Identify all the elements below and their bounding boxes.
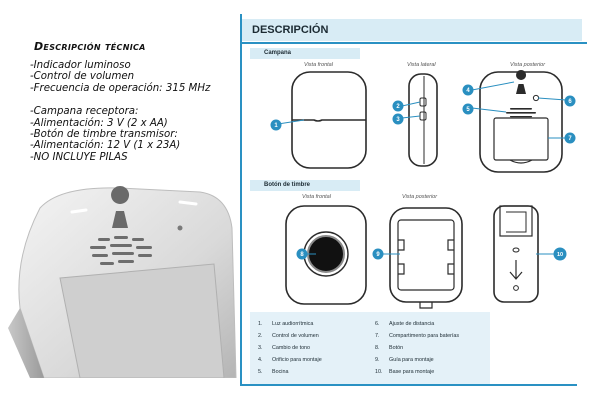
panel-header: DESCRIPCIÓN (242, 19, 582, 41)
spec-item: -Alimentación: 3 V (2 x AA) (30, 117, 168, 129)
campana-side-view (408, 73, 438, 167)
button-rear-view (389, 207, 463, 303)
view-label-front: Vista frontal (304, 62, 333, 68)
spec-item: -Alimentación: 12 V (1 x 23A) (30, 140, 181, 152)
parts-legend: 1.Luz audiorrítmica 2.Control de volumen… (250, 312, 490, 384)
description-panel: DESCRIPCIÓN Campana Vista frontal Vista … (240, 14, 600, 386)
rear-speaker-slots (506, 108, 536, 118)
callout-4: 4 (466, 88, 470, 94)
keyhole-mount-icon (111, 186, 130, 228)
panel-bottom-rule (242, 384, 577, 386)
panel-title: DESCRIPCIÓN (252, 24, 329, 36)
spec-item: -NO INCLUYE PILAS (30, 151, 128, 163)
legend-item: 6.Ajuste de distancia (375, 321, 435, 327)
view-label-button-rear: Vista posterior (402, 194, 438, 200)
rear-keyhole-icon (516, 70, 527, 94)
callout-5: 5 (466, 107, 470, 113)
legend-item: 9.Guía para montaje (375, 357, 434, 363)
view-label-rear: Vista posterior (510, 62, 546, 68)
spec-item: -Control de volumen (30, 71, 135, 83)
legend-item: 7.Compartimento para baterías (375, 333, 460, 339)
view-label-side: Vista lateral (407, 62, 436, 68)
speaker-grille-icon (90, 236, 152, 265)
product-photo (8, 186, 237, 378)
spec-item: -Indicador luminoso (30, 60, 131, 71)
callout-9: 9 (376, 252, 380, 258)
legend-item: 10.Base para montaje (375, 369, 435, 375)
callout-6: 6 (568, 99, 572, 105)
product-diagrams: 1 2 3 4 5 6 7 8 9 10 (270, 70, 576, 309)
callout-7: 7 (568, 136, 572, 142)
legend-item: 1.Luz audiorrítmica (258, 321, 314, 327)
callout-3: 3 (396, 117, 400, 123)
spec-item: -Campana receptora: (30, 106, 139, 118)
legend-item: 3.Cambio de tono (258, 345, 311, 351)
spec-item: -Botón de timbre transmisor: (30, 129, 178, 141)
arrow-down-icon (509, 260, 523, 280)
legend-item: 2.Control de volumen (258, 333, 319, 339)
button-front-view (285, 205, 367, 305)
callout-8: 8 (300, 252, 304, 258)
callout-1: 1 (274, 123, 278, 129)
tech-spec-list: -Indicador luminoso -Control de volumen … (30, 60, 210, 163)
section-label-campana: Campana (250, 48, 360, 59)
callout-2: 2 (396, 104, 400, 110)
legend-item: 8.Botón (375, 345, 404, 351)
callout-10: 10 (557, 252, 563, 258)
tech-description-title: Descripción técnica (34, 40, 146, 53)
section-label-boton: Botón de timbre (250, 180, 360, 191)
spec-item: -Frecuencia de operación: 315 MHz (30, 82, 211, 94)
view-label-button-front: Vista frontal (302, 194, 331, 200)
panel-header-rule (242, 42, 587, 44)
legend-item: 4.Orificio para montaje (258, 357, 322, 363)
legend-item: 5.Bocina (258, 369, 289, 375)
